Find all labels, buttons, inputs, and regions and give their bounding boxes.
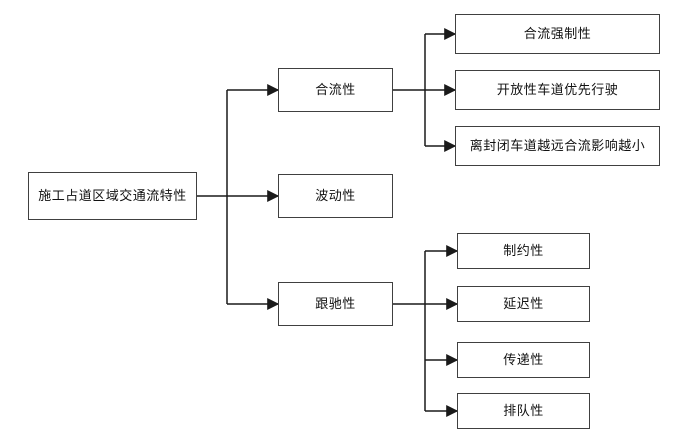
node-merging-property: 合流性 xyxy=(278,68,393,112)
node-delay-property: 延迟性 xyxy=(457,286,590,322)
node-open-lane-priority: 开放性车道优先行驶 xyxy=(455,70,660,110)
node-transmission-property: 传递性 xyxy=(457,342,590,378)
node-distance-reduces-merge-impact: 离封闭车道越远合流影响越小 xyxy=(455,126,660,166)
node-root-traffic-flow-characteristics: 施工占道区域交通流特性 xyxy=(28,172,197,220)
node-fluctuation-property: 波动性 xyxy=(278,174,393,218)
node-merging-compulsory: 合流强制性 xyxy=(455,14,660,54)
node-queuing-property: 排队性 xyxy=(457,393,590,429)
node-constraint-property: 制约性 xyxy=(457,233,590,269)
node-car-following-property: 跟驰性 xyxy=(278,282,393,326)
